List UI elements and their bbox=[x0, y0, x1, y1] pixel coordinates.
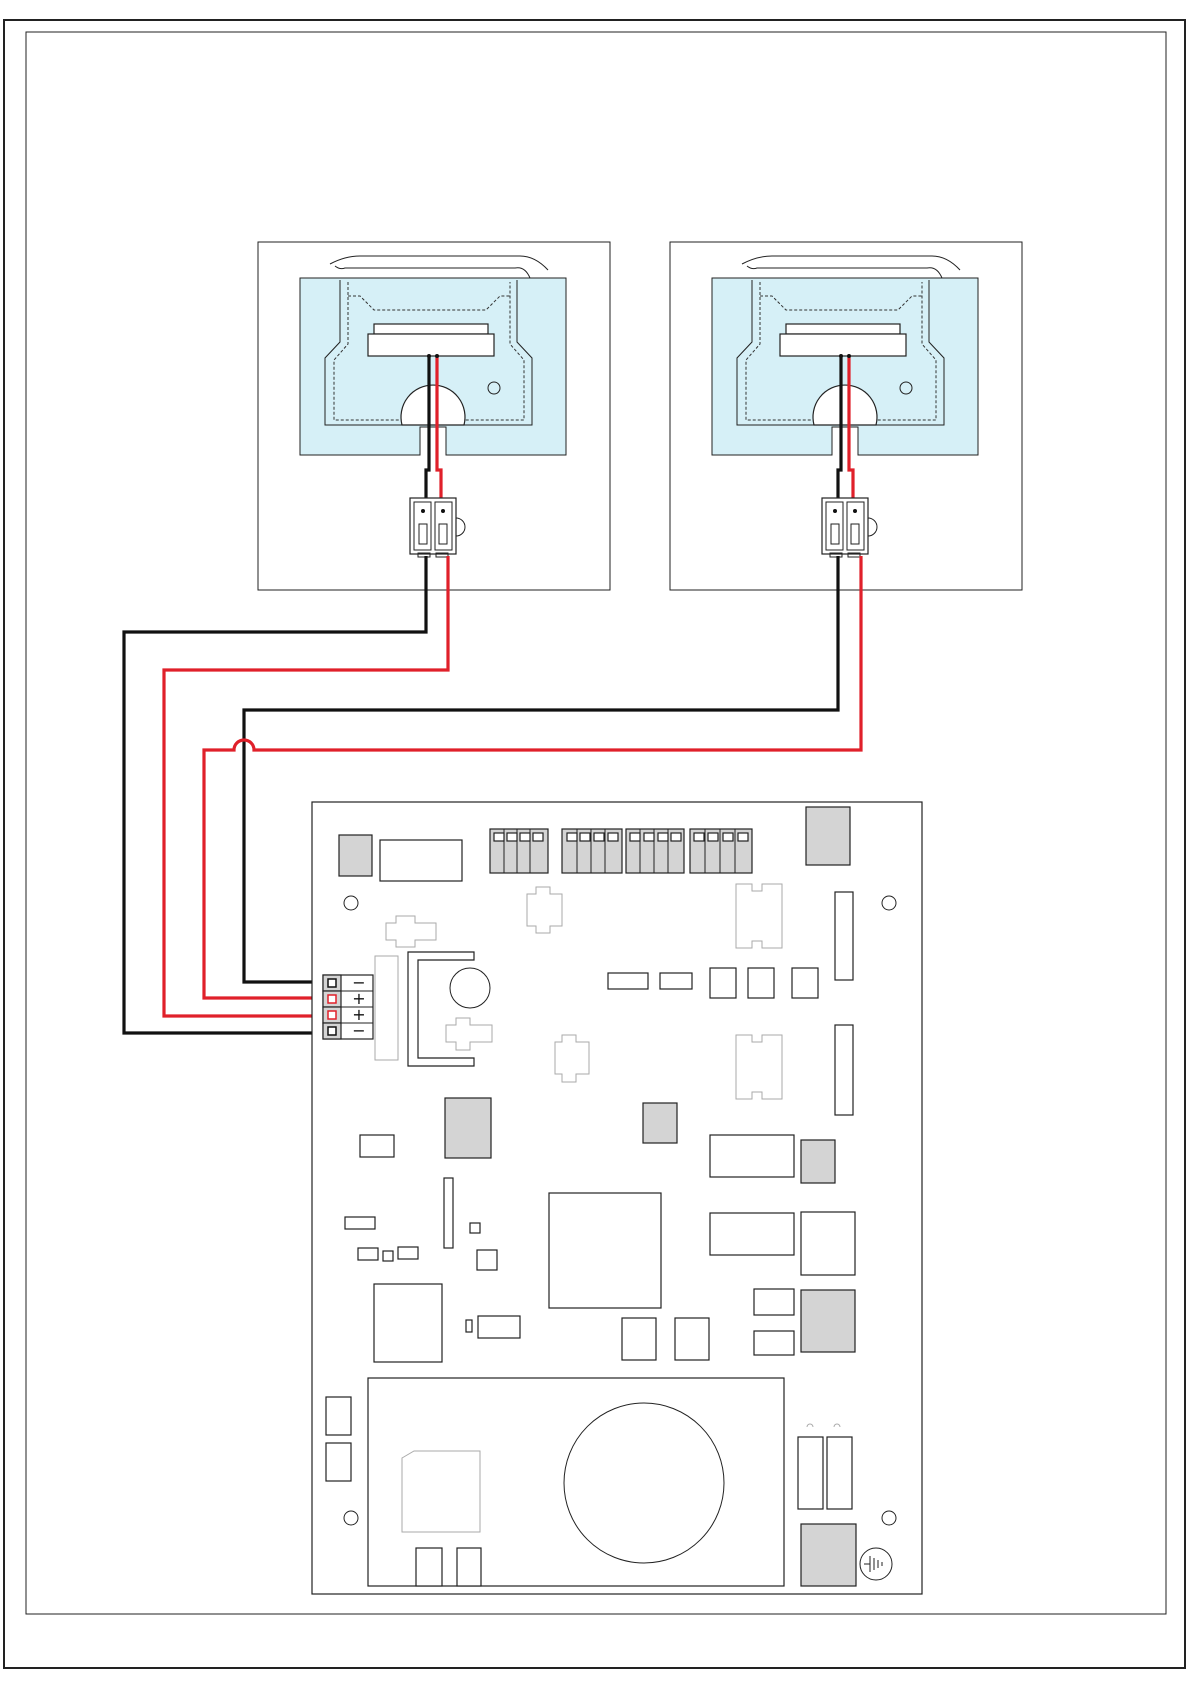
terminal-pin-4-label: − bbox=[352, 1021, 365, 1040]
speaker-right bbox=[670, 242, 1022, 590]
dip-switch-banks bbox=[490, 829, 752, 873]
control-board: − + + − bbox=[312, 802, 922, 1594]
speaker-terminal-block: − + + − bbox=[323, 973, 373, 1040]
speaker-left bbox=[258, 242, 610, 590]
